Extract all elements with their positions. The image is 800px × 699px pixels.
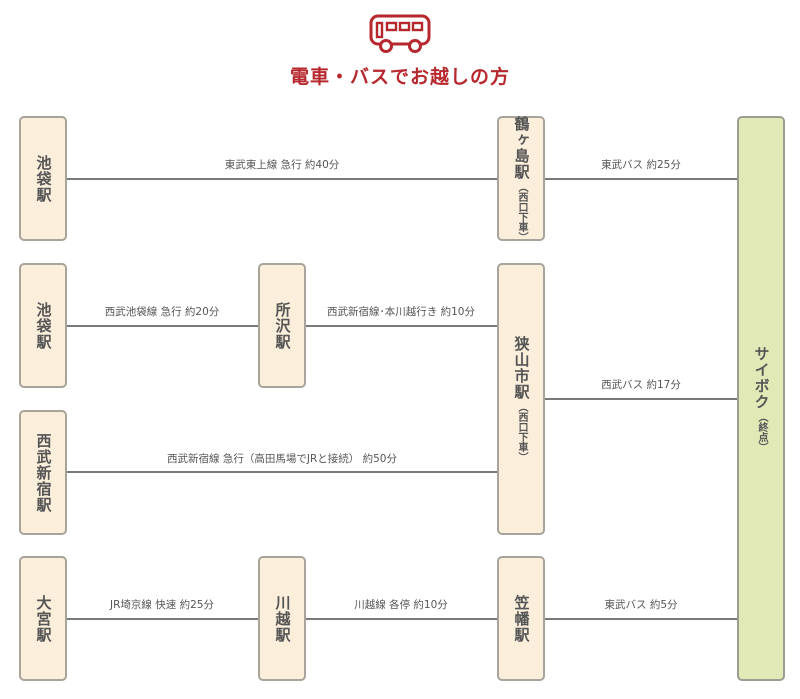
route-line — [545, 178, 737, 180]
route-label: 東武バス 約5分 — [604, 599, 678, 611]
station-name: 鶴ヶ島駅 — [512, 115, 531, 180]
route-line — [545, 618, 737, 620]
route-label: 西武池袋線 急行 約20分 — [104, 306, 220, 318]
station-note: （西口下車） — [516, 181, 527, 242]
station-name: 川越駅 — [273, 594, 292, 643]
route-label: 川越線 各停 約10分 — [354, 599, 448, 611]
station-ikebukuro: 池袋駅 — [19, 263, 67, 388]
station-tokorozawa: 所沢駅 — [258, 263, 306, 388]
bus-icon — [369, 14, 431, 53]
station-name: 狭山市駅 — [512, 336, 531, 400]
route-line — [67, 178, 497, 180]
station-kawagoe: 川越駅 — [258, 556, 306, 681]
destination-saiboku: サイボク （終点） — [737, 116, 785, 681]
station-name: 大宮駅 — [34, 594, 53, 643]
route-line — [306, 618, 497, 620]
station-omiya: 大宮駅 — [19, 556, 67, 681]
route-line — [67, 325, 258, 327]
page-title: 電車・バスでお越しの方 — [289, 66, 510, 88]
route-line — [67, 618, 258, 620]
route-label: 西武新宿線･本川越行き 約10分 — [327, 306, 475, 318]
station-sayamashi: 狭山市駅 （西口下車） — [497, 263, 545, 535]
route-label: JR埼京線 快速 約25分 — [110, 599, 214, 611]
route-line — [306, 325, 497, 327]
station-seibu-shinjuku: 西武新宿駅 — [19, 410, 67, 535]
station-kasahata: 笠幡駅 — [497, 556, 545, 681]
station-name: 池袋駅 — [34, 301, 53, 350]
destination-name: サイボク — [752, 345, 771, 410]
route-label: 東武東上線 急行 約40分 — [224, 159, 340, 171]
station-note: （西口下車） — [516, 402, 527, 462]
station-name: 池袋駅 — [34, 154, 53, 203]
station-name: 西武新宿駅 — [34, 432, 53, 513]
station-name: 所沢駅 — [273, 301, 292, 350]
route-label: 東武バス 約25分 — [601, 159, 681, 171]
route-label: 西武バス 約17分 — [601, 379, 681, 391]
route-line — [67, 471, 497, 473]
destination-note: （終点） — [756, 411, 767, 452]
station-ikebukuro: 池袋駅 — [19, 116, 67, 241]
route-label: 西武新宿線 急行（高田馬場でJRと接続） 約50分 — [167, 453, 397, 465]
route-line — [545, 398, 737, 400]
station-tsurugashima: 鶴ヶ島駅 （西口下車） — [497, 115, 545, 242]
station-name: 笠幡駅 — [512, 594, 531, 643]
